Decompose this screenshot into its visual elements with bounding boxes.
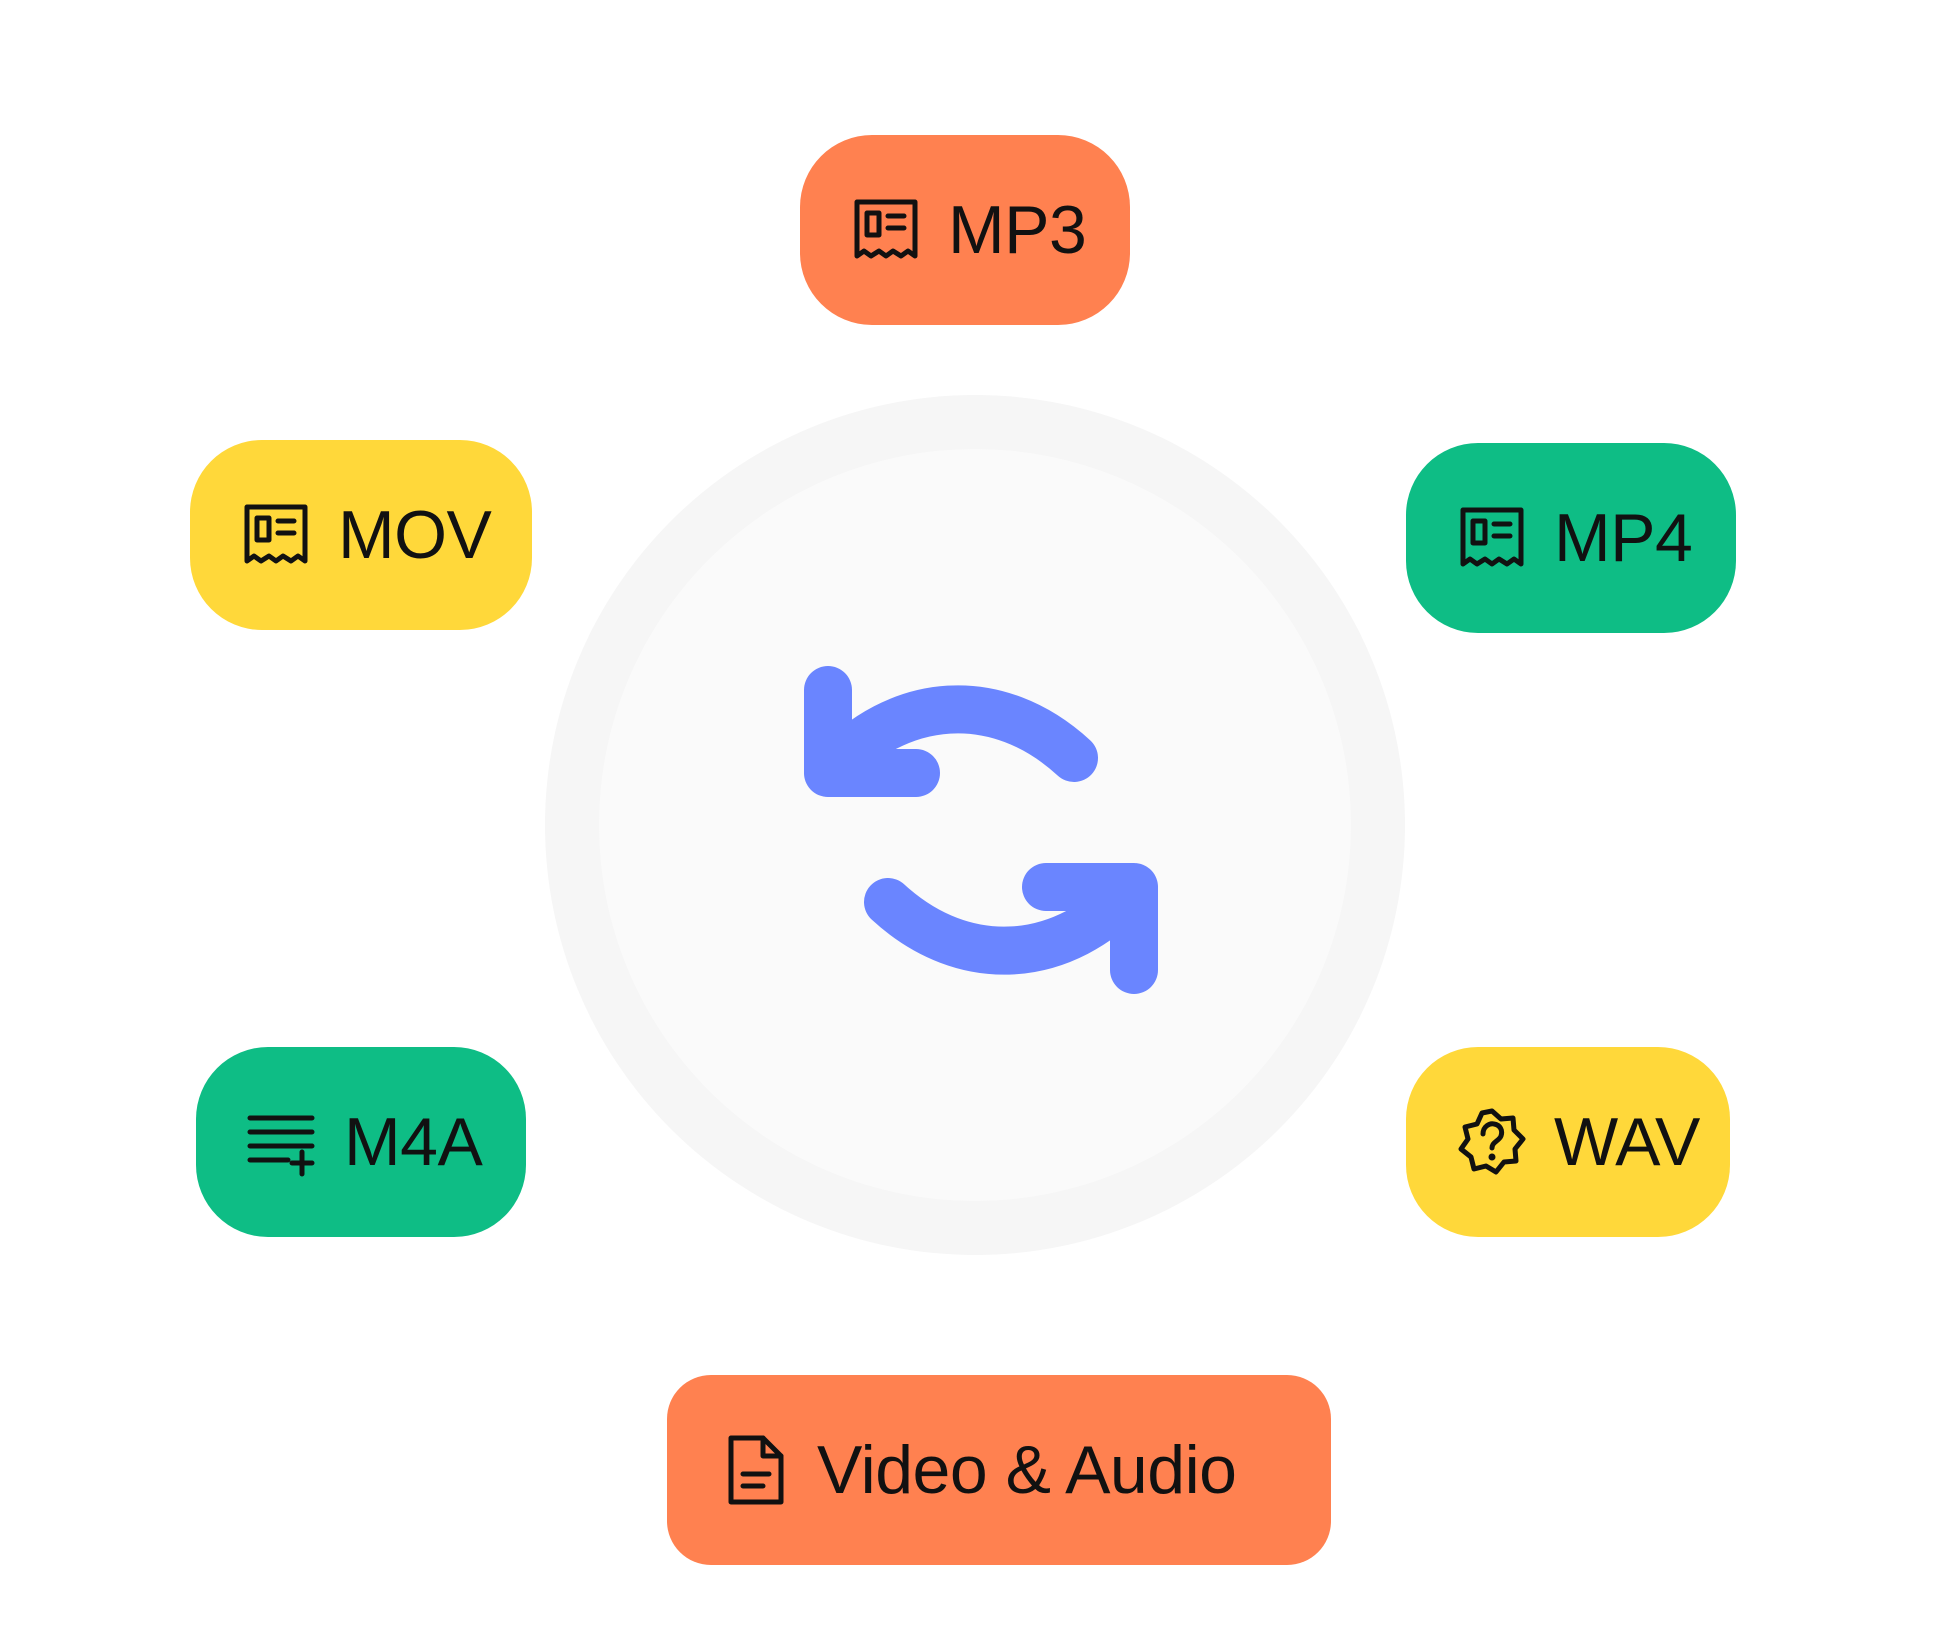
format-label-m4a: M4A [344, 1104, 483, 1180]
format-label-mov: MOV [338, 497, 492, 573]
file-text-icon [728, 1435, 784, 1505]
format-chip-video-audio[interactable]: Video & Audio [667, 1375, 1331, 1565]
center-ring-inner [599, 449, 1351, 1201]
format-chip-wav[interactable]: WAV [1406, 1047, 1730, 1237]
format-label-video-audio: Video & Audio [817, 1432, 1237, 1508]
format-chip-mp3[interactable]: MP3 [800, 135, 1130, 325]
center-ring [545, 395, 1405, 1255]
format-label-wav: WAV [1554, 1104, 1700, 1180]
receipt-document-icon [1460, 507, 1524, 567]
format-chip-m4a[interactable]: M4A [196, 1047, 526, 1237]
sync-arrow-top [804, 666, 1098, 797]
receipt-document-icon [244, 504, 308, 564]
help-badge-icon [1458, 1108, 1526, 1175]
receipt-document-icon [854, 199, 918, 259]
format-chip-mp4[interactable]: MP4 [1406, 443, 1736, 633]
format-label-mp4: MP4 [1554, 500, 1693, 576]
sync-arrow-bottom [864, 863, 1158, 994]
playlist-add-icon [247, 1115, 315, 1177]
format-chip-mov[interactable]: MOV [190, 440, 532, 630]
sync-arrows-icon [804, 666, 1158, 994]
format-label-mp3: MP3 [948, 192, 1087, 268]
